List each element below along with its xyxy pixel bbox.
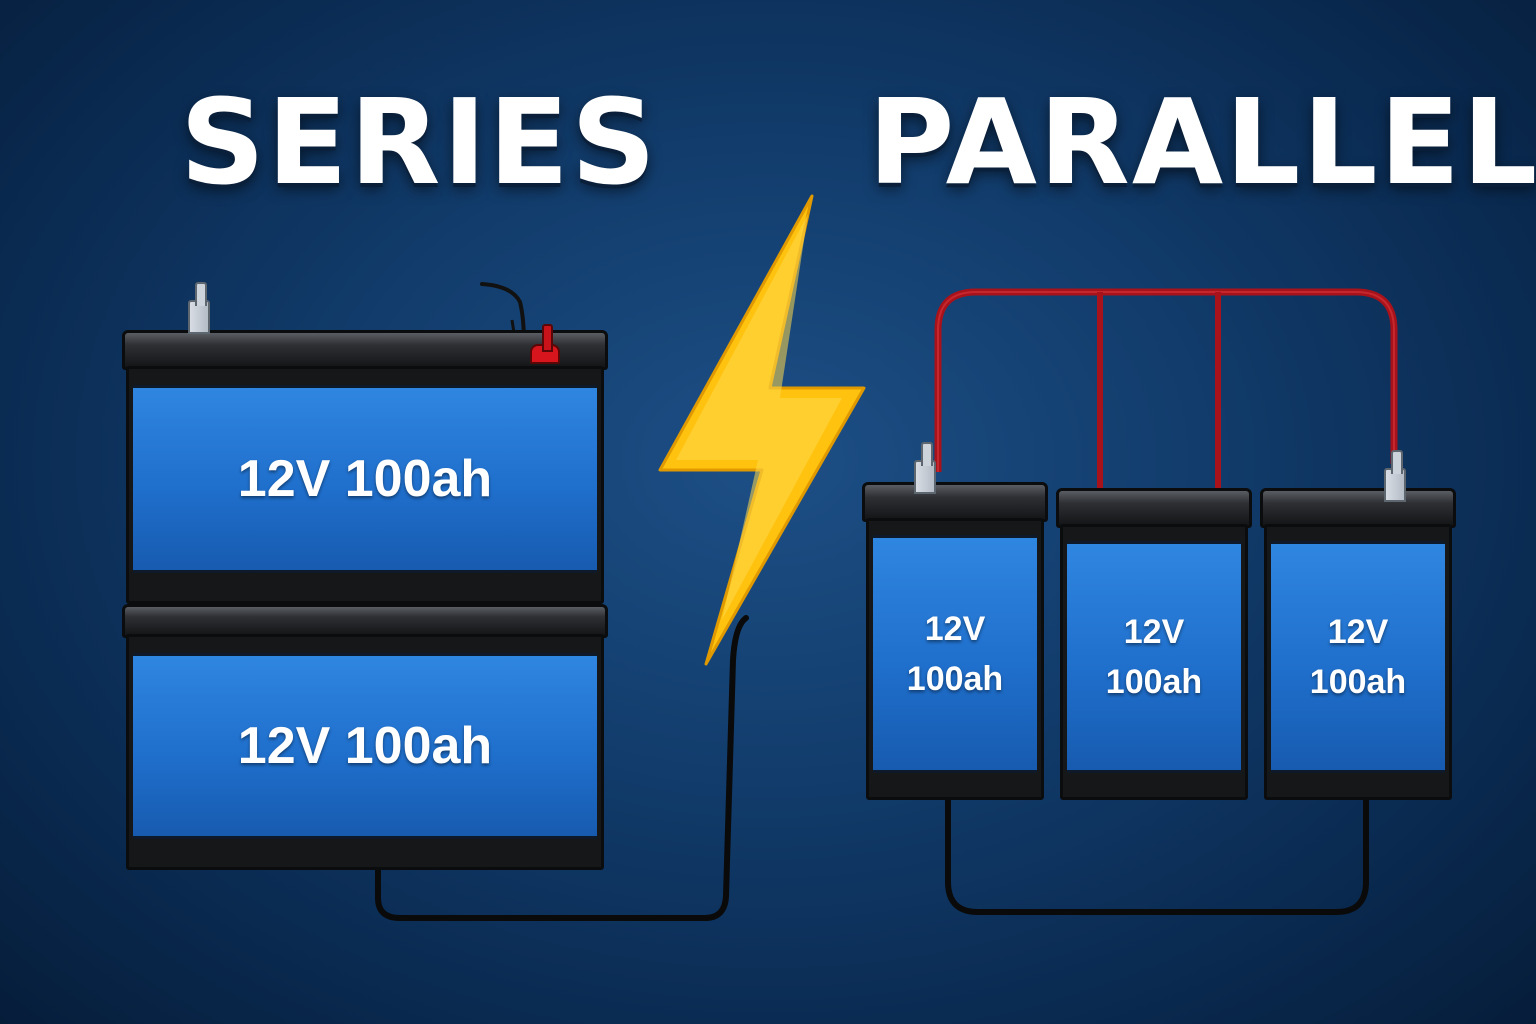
series-battery-bottom: 12V 100ah [122,604,608,870]
battery-voltage: 12V [1327,613,1389,651]
battery-label: 12V 100ah [1106,607,1202,707]
battery-label: 12V 100ah [907,604,1003,704]
parallel-heading: PARALLEL [868,73,1536,211]
battery-lid [862,482,1048,522]
battery-label: 12V 100ah [237,450,493,508]
parallel-battery-2: 12V 100ah [1056,488,1252,800]
battery-case: 12V 100ah [866,518,1044,800]
parallel-positive-bus [934,288,1398,472]
battery-capacity: 100ah [906,660,1004,698]
battery-label-panel: 12V 100ah [873,535,1037,773]
battery-label: 12V 100ah [237,717,493,775]
battery-label-panel: 12V 100ah [1271,541,1445,773]
battery-case: 12V 100ah [1264,524,1452,800]
negative-terminal-icon [914,442,936,494]
negative-terminal-icon [1384,450,1406,502]
positive-terminal-icon [530,324,560,364]
battery-voltage: 12V [1123,613,1185,651]
battery-case: 12V 100ah [126,366,604,604]
battery-voltage: 12V [924,610,986,648]
battery-case: 12V 100ah [1060,524,1248,800]
battery-case: 12V 100ah [126,634,604,870]
battery-lid [122,604,608,638]
battery-label: 12V 100ah [1310,607,1406,707]
negative-terminal-icon [188,282,210,334]
battery-label-panel: 12V 100ah [1067,541,1241,773]
battery-label-panel: 12V 100ah [133,653,597,839]
battery-lid [1260,488,1456,528]
series-heading: SERIES [180,73,658,211]
battery-capacity: 100ah [1309,663,1407,701]
parallel-battery-3: 12V 100ah [1260,450,1456,800]
battery-capacity: 100ah [1105,663,1203,701]
battery-lid [1056,488,1252,528]
parallel-battery-1: 12V 100ah [862,442,1048,800]
series-battery-top: 12V 100ah [122,282,608,604]
parallel-negative-bus [945,800,1369,915]
battery-label-panel: 12V 100ah [133,385,597,573]
